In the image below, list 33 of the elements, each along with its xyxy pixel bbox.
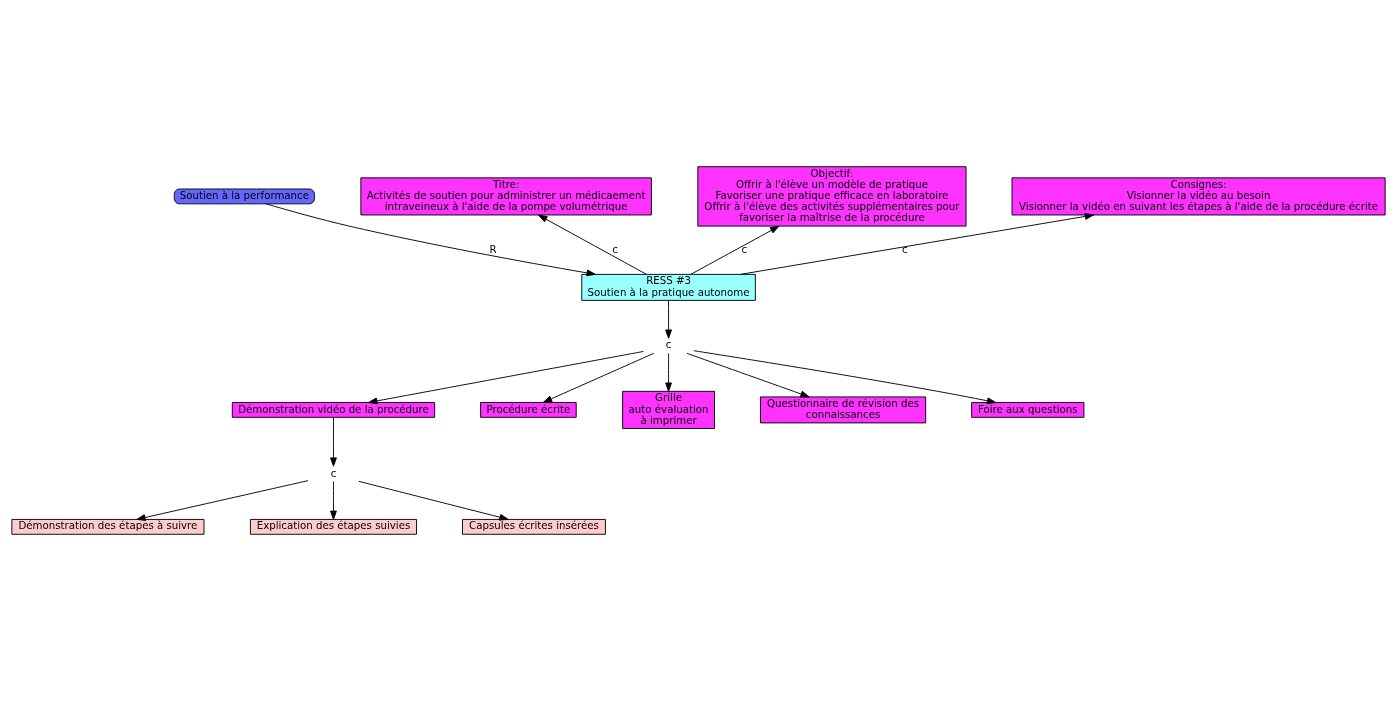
node-box: Grille auto évaluation à imprimer [622, 390, 715, 429]
edge-label: c [741, 243, 748, 255]
node-box: Consignes: Visionner la vidéo au besoin Visionner la vidéo en suivant les étapes à l'aide de la procédure écrite [1011, 177, 1386, 216]
node-box: Foire aux questions [971, 402, 1085, 418]
arrow [740, 213, 1094, 275]
node-box: Questionnaire de révision des connaissances [760, 396, 927, 424]
arrow [542, 352, 655, 403]
arrow [330, 417, 337, 467]
arrow [368, 351, 644, 405]
node-box: Démonstration des étapes à suivre [11, 518, 205, 535]
node-box: Procédure écrite [480, 402, 577, 418]
arrow [538, 214, 647, 275]
node-text: c [665, 339, 672, 351]
edge-label: c [612, 243, 619, 255]
arrow [330, 481, 337, 520]
node-box: Démonstration vidéo de la procédure [231, 402, 436, 418]
arrow [665, 300, 672, 339]
arrow [265, 203, 596, 277]
node-box: Capsules écrites insérées [462, 518, 606, 535]
arrow [693, 350, 997, 405]
node-box: Objectif: Offrir à l'élève un modèle de pratique Favoriser une pratique efficace en laboratoire Offrir à l'élève des activités supplémentaires pour favoriser la maîtrise de la procédure [697, 166, 967, 227]
arrow [690, 225, 780, 275]
node-box: Soutien à la performance [173, 188, 315, 205]
arrow [136, 480, 309, 521]
arrow [358, 480, 509, 521]
arrow [665, 352, 672, 392]
node-box: Explication des étapes suivies [249, 518, 417, 535]
arrow [686, 352, 810, 398]
node-box: Titre: Activités de soutien pour administrer un médicaement intraveineux à l'aide de la pompe volumétrique [360, 177, 652, 216]
node-text: c [330, 467, 337, 479]
edge-label: c [901, 243, 908, 255]
edge-label: R [489, 243, 497, 255]
node-box: RESS #3 Soutien à la pratique autonome [581, 273, 756, 301]
